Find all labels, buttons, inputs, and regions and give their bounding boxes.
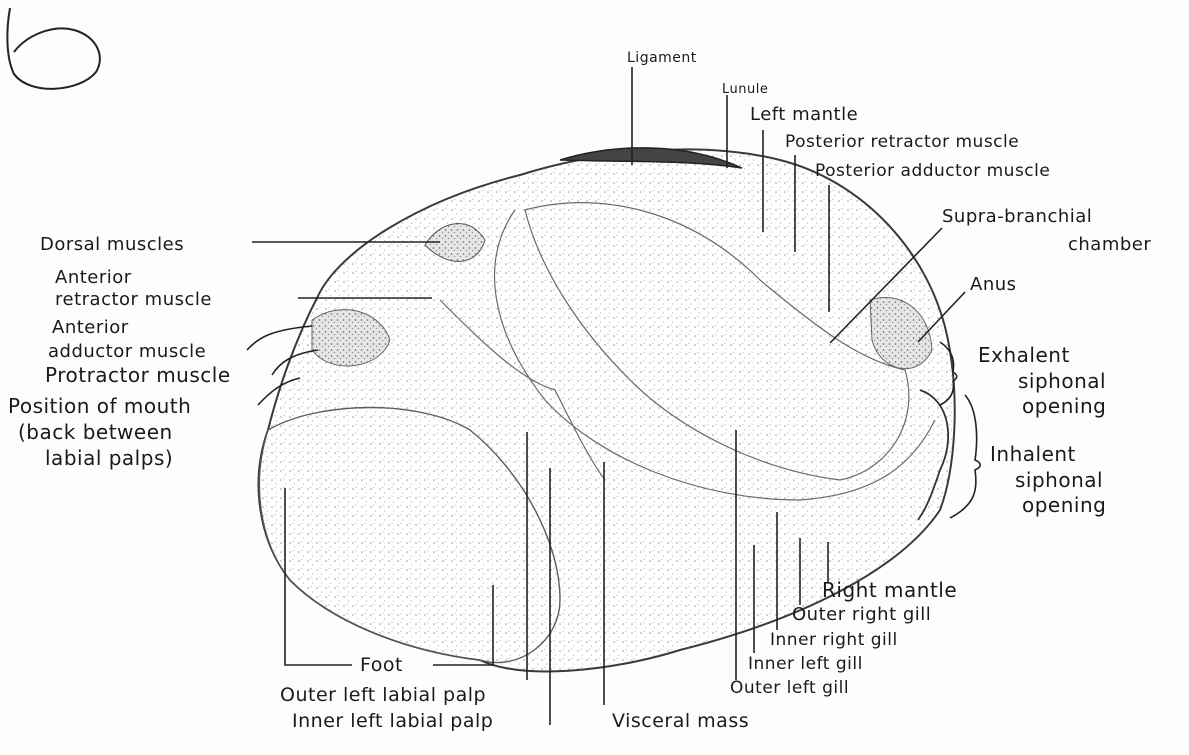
label-outer-right-gill: Outer right gill <box>792 604 931 625</box>
label-ligament: Ligament <box>627 50 697 66</box>
label-outer-left-palp: Outer left labial palp <box>280 684 486 706</box>
label-inner-left-gill: Inner left gill <box>748 654 863 674</box>
label-posterior-retractor: Posterior retractor muscle <box>785 132 1019 152</box>
label-outer-left-gill: Outer left gill <box>730 678 849 698</box>
corner-mark-b <box>7 8 100 89</box>
label-lunule: Lunule <box>722 82 768 97</box>
label-anterior-adductor-2: adductor muscle <box>48 341 206 362</box>
label-posterior-adductor: Posterior adductor muscle <box>815 161 1050 181</box>
label-anus: Anus <box>970 274 1017 295</box>
label-inner-right-gill: Inner right gill <box>770 630 898 650</box>
label-dorsal-muscles: Dorsal muscles <box>40 234 184 255</box>
label-supra-branchial-1: Supra-branchial <box>942 206 1092 227</box>
label-inhalent-1: Inhalent <box>990 442 1076 466</box>
label-exhalent-3: opening <box>1022 394 1106 418</box>
label-anterior-retractor-2: retractor muscle <box>55 289 212 310</box>
label-mouth-1: Position of mouth <box>8 394 191 418</box>
label-protractor: Protractor muscle <box>45 363 231 387</box>
label-mouth-3: labial palps) <box>45 446 173 470</box>
label-inhalent-2: siphonal <box>1015 468 1103 492</box>
label-inhalent-3: opening <box>1022 493 1106 517</box>
label-anterior-adductor-1: Anterior <box>52 317 129 338</box>
label-exhalent-2: siphonal <box>1018 369 1106 393</box>
label-visceral-mass: Visceral mass <box>612 710 749 732</box>
label-right-mantle: Right mantle <box>822 578 957 602</box>
label-anterior-retractor-1: Anterior <box>55 267 132 288</box>
label-left-mantle: Left mantle <box>750 104 858 125</box>
label-foot: Foot <box>360 654 403 676</box>
label-mouth-2: (back between <box>18 420 173 444</box>
label-inner-left-palp: Inner left labial palp <box>292 710 493 732</box>
label-exhalent-1: Exhalent <box>978 343 1070 367</box>
label-supra-branchial-2: chamber <box>1068 234 1151 255</box>
